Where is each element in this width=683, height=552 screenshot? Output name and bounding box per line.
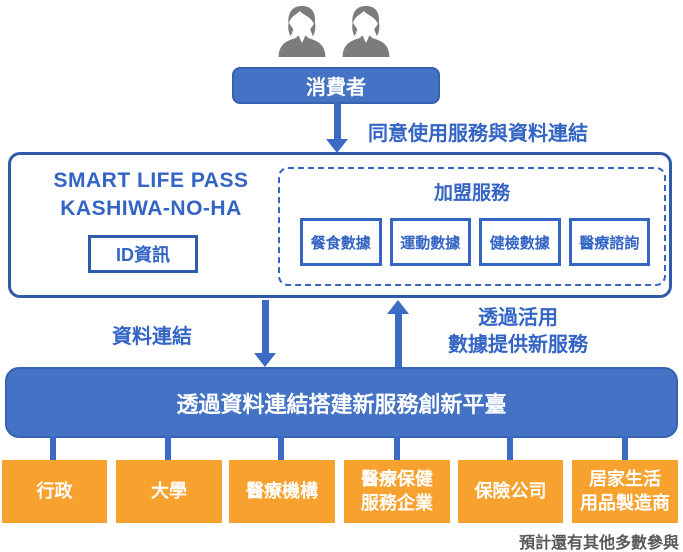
connector-line [394,436,400,462]
partner-label: 行政 [36,480,73,501]
partner-label: 醫療機構 [246,480,318,501]
pass-title-line1: SMART LIFE PASS [53,169,249,192]
partner-label-line2: 用品製造商 [580,492,670,513]
partner-label: 居家生活 [589,469,661,490]
connector-line [50,436,56,462]
partner-box-medical-institution: 醫療機構 [229,460,335,523]
partner-label: 大學 [151,480,187,501]
service-box-exercise-data: 運動數據 [389,218,471,266]
consumers-icons [276,2,392,60]
partner-box-healthcare-company: 醫療保健 服務企業 [344,460,450,523]
new-service-arrow-label-line1: 透過活用 [478,307,558,329]
person-icon [278,5,326,57]
partner-box-household-goods-manufacturer: 居家生活 用品製造商 [572,460,678,523]
id-info-box: ID資訊 [88,235,198,273]
affiliate-services-box: 加盟服務 餐食數據 運動數據 健檢數據 醫療諮詢 [278,167,666,286]
consent-arrow-label: 同意使用服務與資料連結 [368,123,588,145]
new-service-arrow-up [387,300,409,367]
partner-label: 保險公司 [474,480,547,501]
service-box-health-check-data: 健檢數據 [479,218,561,266]
service-box-medical-consultation: 醫療諮詢 [568,218,650,266]
connector-line [278,436,284,462]
pass-title-line2: KASHIWA-NO-HA [60,196,242,220]
affiliate-services-row: 餐食數據 運動數據 健檢數據 醫療諮詢 [300,218,650,266]
connector-line [507,436,513,462]
partner-box-insurance-company: 保險公司 [458,460,563,523]
new-service-arrow-label-line2: 數據提供新服務 [448,334,588,356]
consent-arrow-down [326,103,348,153]
service-box-meal-data: 餐食數據 [300,218,382,266]
footnote: 預計還有其他多數參與 [518,535,679,552]
smart-life-pass-box: SMART LIFE PASS KASHIWA-NO-HA ID資訊 加盟服務 … [8,152,672,298]
partner-box-administration: 行政 [2,460,107,523]
partner-box-university: 大學 [116,460,222,523]
partner-label: 醫療保健 [361,469,433,490]
pass-title: SMART LIFE PASS KASHIWA-NO-HA [29,167,273,222]
consumer-box: 消費者 [232,67,440,104]
data-link-label: 資料連結 [112,326,192,348]
platform-box: 透過資料連結搭建新服務創新平臺 [5,367,678,438]
person-icon [342,5,390,57]
connector-line [622,436,628,462]
affiliate-services-title: 加盟服務 [433,183,510,204]
partner-label-line2: 服務企業 [361,492,433,513]
data-link-arrow-down [254,300,276,367]
new-service-arrow-label: 透過活用 數據提供新服務 [428,305,608,359]
connector-line [165,436,171,462]
